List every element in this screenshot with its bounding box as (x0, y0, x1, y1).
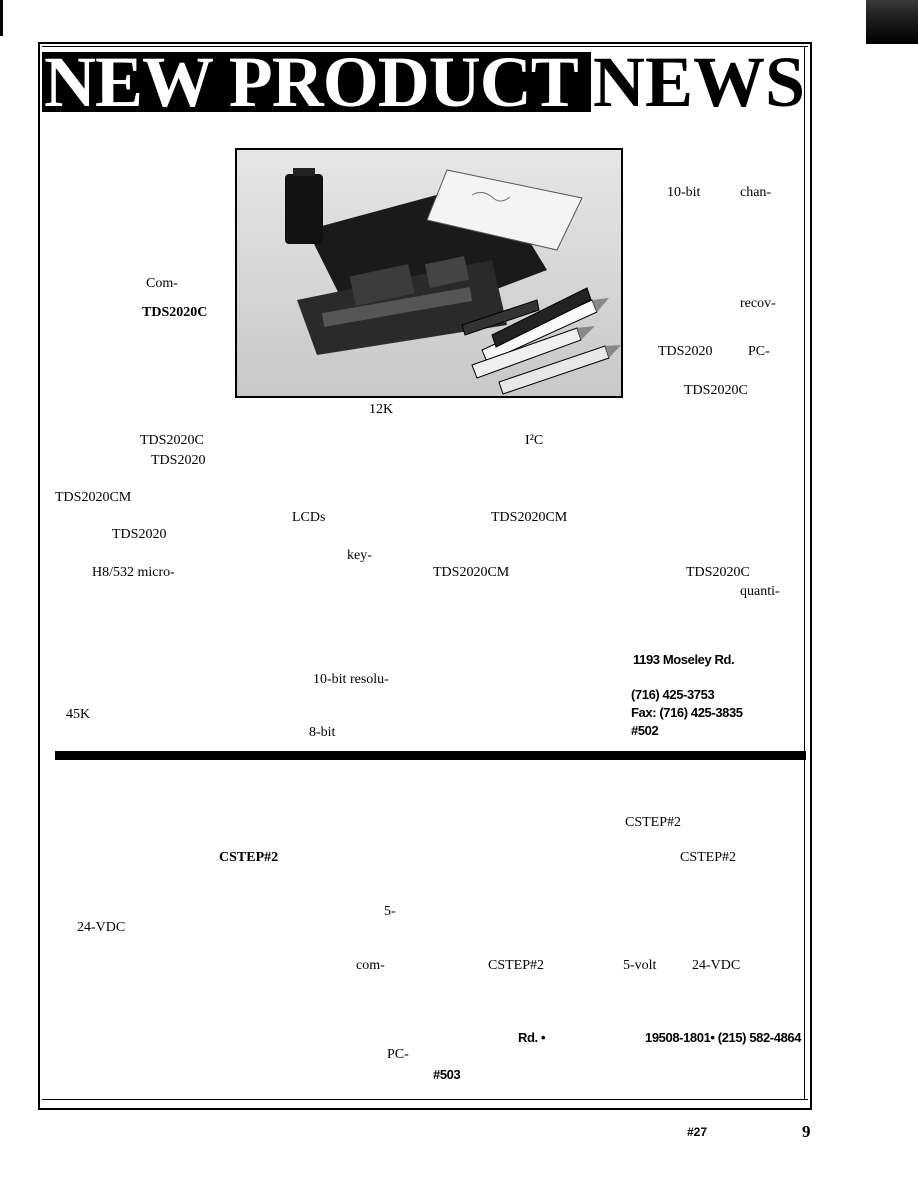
frame-rule-right (804, 46, 805, 1100)
page-frame (38, 42, 812, 1110)
text-fragment: PC- (387, 1047, 409, 1062)
text-fragment: TDS2020CM (491, 510, 568, 525)
text-fragment: 8-bit (309, 725, 336, 740)
text-fragment: quanti- (740, 584, 780, 599)
text-fragment: LCDs (292, 510, 326, 525)
text-fragment: TDS2020C (684, 383, 748, 398)
text-fragment: I²C (525, 433, 544, 448)
corner-scan-mark (866, 0, 918, 44)
text-fragment: CSTEP#2 (219, 850, 279, 865)
banner-black-box (42, 52, 591, 112)
text-fragment: 5-volt (623, 958, 657, 973)
text-fragment: CSTEP#2 (680, 850, 737, 865)
text-fragment: chan- (740, 185, 772, 200)
text-fragment: H8/532 micro- (92, 565, 175, 580)
text-fragment: TDS2020 (112, 527, 167, 542)
text-fragment: 24-VDC (77, 920, 126, 935)
text-fragment: CSTEP#2 (488, 958, 545, 973)
footer-page-number: 9 (802, 1122, 811, 1141)
frame-rule-bottom (42, 1099, 808, 1100)
text-fragment: 24-VDC (692, 958, 741, 973)
text-fragment: #502 (631, 723, 659, 738)
text-fragment: TDS2020C (142, 305, 208, 320)
text-fragment: 45K (66, 707, 91, 722)
text-fragment: TDS2020 (151, 453, 206, 468)
text-fragment: 12K (369, 402, 394, 417)
product-photo-illustration (237, 150, 621, 396)
text-fragment: TDS2020CM (433, 565, 510, 580)
text-fragment: TDS2020C (686, 565, 750, 580)
text-fragment: 10-bit resolu- (313, 672, 389, 687)
text-fragment: recov- (740, 296, 776, 311)
product-photo (235, 148, 623, 398)
section-divider (55, 751, 806, 760)
text-fragment: TDS2020CM (55, 490, 132, 505)
text-fragment: TDS2020C (140, 433, 204, 448)
frame-rule-top (42, 46, 808, 47)
text-fragment: CSTEP#2 (625, 815, 682, 830)
text-fragment: com- (356, 958, 385, 973)
text-fragment: 1193 Moseley Rd. (633, 652, 735, 667)
text-fragment: #503 (433, 1067, 461, 1082)
text-fragment: TDS2020 (658, 344, 713, 359)
text-fragment: (716) 425-3753 (631, 687, 715, 702)
text-fragment: 10-bit (667, 185, 701, 200)
text-fragment: PC- (748, 344, 770, 359)
banner-title-part1: NEW PRODUCT (44, 42, 579, 122)
text-fragment: Fax: (716) 425-3835 (631, 705, 743, 720)
text-fragment: 19508-1801• (215) 582-4864 (645, 1030, 802, 1045)
text-fragment: Rd. • (518, 1030, 546, 1045)
text-fragment: Com- (146, 276, 178, 291)
footer-issue-number: #27 (687, 1125, 708, 1139)
margin-tick (0, 0, 3, 36)
text-fragment: key- (347, 548, 372, 563)
text-fragment: 5- (384, 904, 396, 919)
banner-title-part2: NEWS (593, 42, 806, 122)
